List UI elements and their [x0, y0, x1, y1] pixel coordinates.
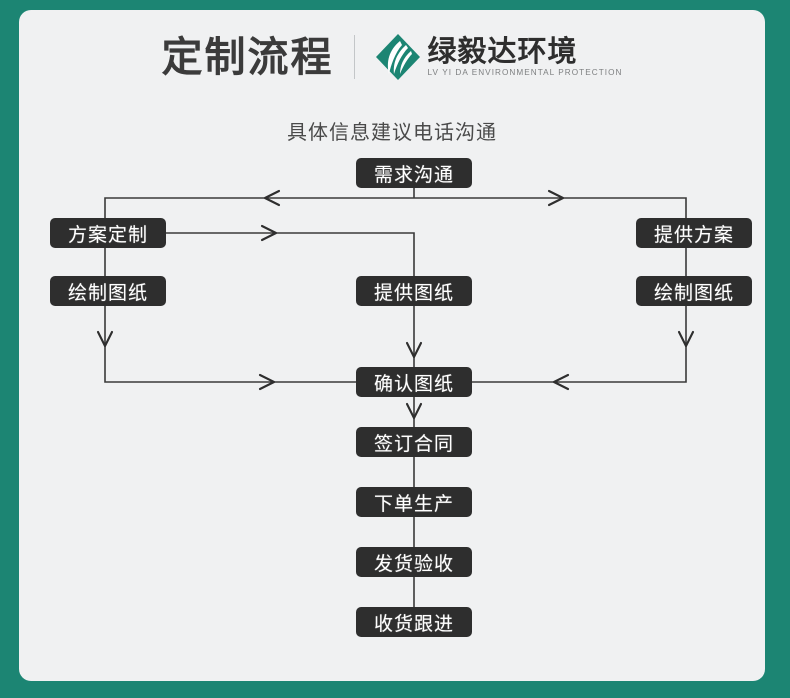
flow-node-followup[interactable]: 收货跟进 [356, 607, 472, 637]
brand-name-cn: 绿毅达环境 [427, 33, 578, 68]
title-row: 定制流程 绿毅达环境 LV YI DA ENVIRONMENTAL PROTEC… [19, 28, 765, 86]
brand-text: 绿毅达环境 LV YI DA ENVIRONMENTAL PROTECTION [427, 33, 623, 78]
flow-node-label: 提供方案 [653, 223, 734, 246]
flow-node-confirm[interactable]: 确认图纸 [356, 367, 472, 397]
flow-node-label: 发货验收 [373, 552, 454, 575]
flow-node-left-1[interactable]: 方案定制 [50, 218, 166, 248]
brand-logo: 绿毅达环境 LV YI DA ENVIRONMENTAL PROTECTION [375, 33, 623, 81]
flow-node-label: 提供图纸 [373, 281, 454, 304]
flow-node-delivery[interactable]: 发货验收 [356, 547, 472, 577]
flow-node-right-2[interactable]: 绘制图纸 [636, 276, 752, 306]
flow-node-label: 绘制图纸 [653, 281, 734, 304]
flow-node-label: 收货跟进 [373, 612, 454, 635]
flow-node-contract[interactable]: 签订合同 [356, 427, 472, 457]
content-panel: 定制流程 绿毅达环境 LV YI DA ENVIRONMENTAL PROTEC… [19, 10, 765, 681]
title-divider [353, 35, 355, 79]
flow-node-label: 绘制图纸 [67, 281, 148, 304]
flow-node-label: 下单生产 [373, 492, 454, 515]
header: 定制流程 绿毅达环境 LV YI DA ENVIRONMENTAL PROTEC… [19, 28, 765, 144]
page-title: 定制流程 [161, 32, 334, 81]
page-subtitle: 具体信息建议电话沟通 [287, 120, 497, 144]
flow-node-label: 需求沟通 [373, 163, 454, 186]
flow-node-left-2[interactable]: 绘制图纸 [50, 276, 166, 306]
leaf-diamond-logo-icon [375, 34, 420, 80]
flow-node-start[interactable]: 需求沟通 [356, 158, 472, 188]
flowchart-connectors [96, 188, 695, 607]
flow-node-center-1[interactable]: 提供图纸 [356, 276, 472, 306]
flow-node-right-1[interactable]: 提供方案 [636, 218, 752, 248]
brand-name-en: LV YI DA ENVIRONMENTAL PROTECTION [427, 68, 623, 78]
flow-node-label: 签订合同 [373, 432, 454, 455]
flowchart: 需求沟通 方案定制 提供方案 绘制图纸 提供图纸 绘制图纸 确认图纸 签订合同 … [19, 10, 765, 681]
flow-node-production[interactable]: 下单生产 [356, 487, 472, 517]
flow-node-label: 确认图纸 [373, 372, 454, 395]
flow-node-label: 方案定制 [67, 223, 148, 246]
